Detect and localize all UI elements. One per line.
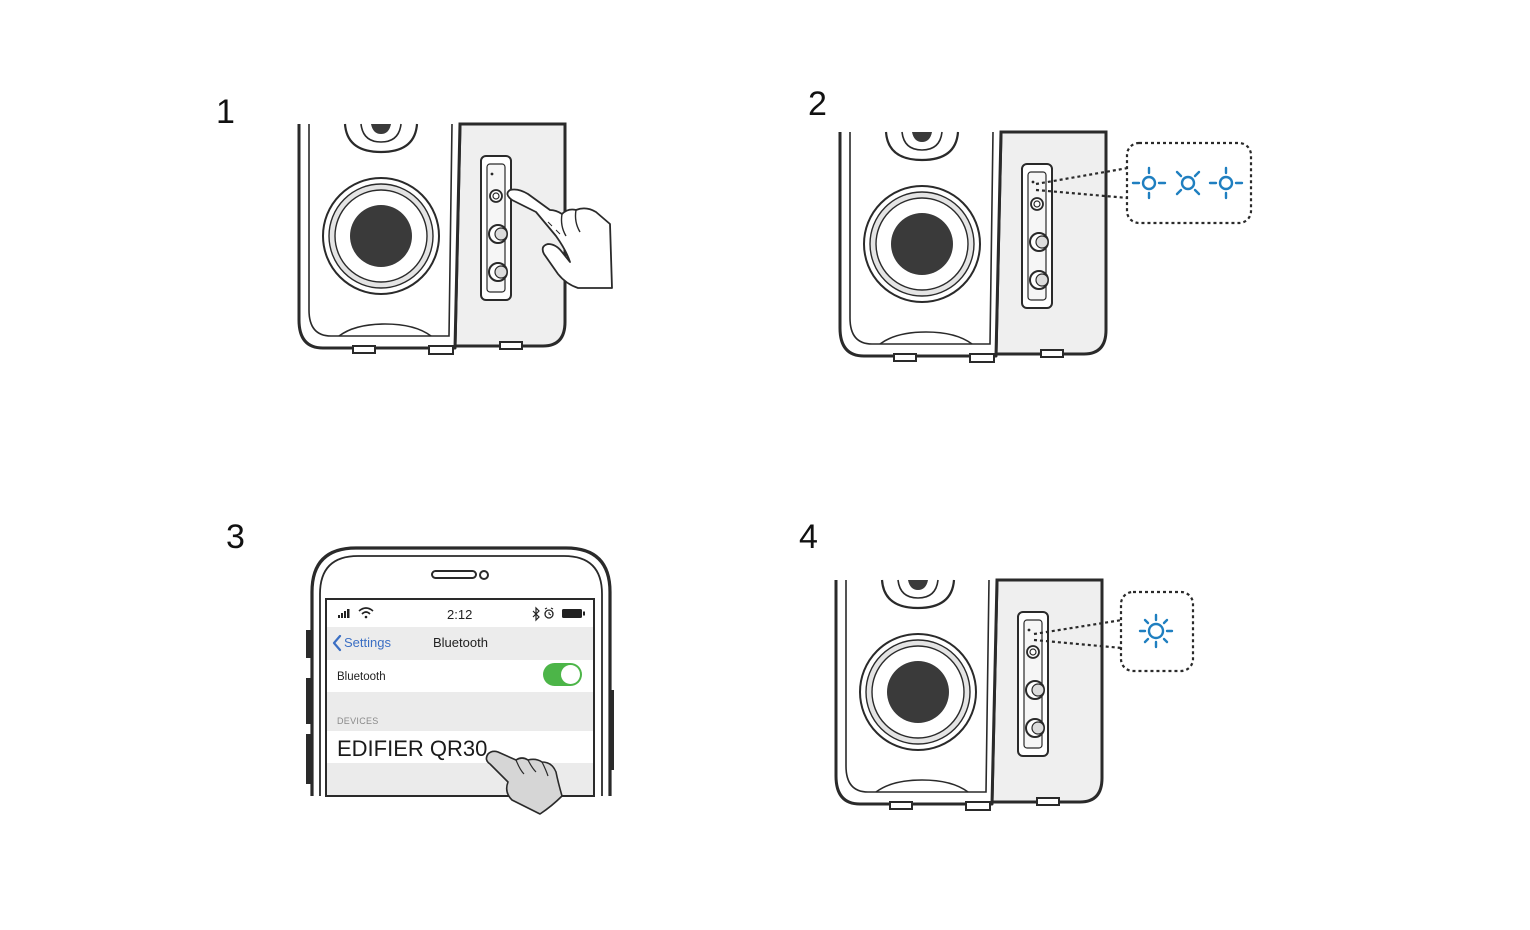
step-2: 2 <box>808 85 1253 364</box>
pressing-hand-icon <box>506 188 613 289</box>
nav-title: Bluetooth <box>433 635 488 650</box>
settings-back-button[interactable]: Settings <box>332 634 391 652</box>
speaker-illustration <box>297 122 567 356</box>
step-4: 4 <box>799 518 1195 812</box>
cellular-signal-icon <box>338 609 350 618</box>
step-1: 1 <box>216 93 613 356</box>
status-bar: 2:12 <box>338 606 585 622</box>
step-3: 3 <box>226 518 614 815</box>
phone-illustration <box>306 546 614 797</box>
nav-bar: Settings Bluetooth <box>332 634 488 652</box>
bluetooth-row-label: Bluetooth <box>337 671 386 683</box>
tapping-finger-icon <box>485 750 563 815</box>
battery-icon <box>562 609 585 618</box>
alarm-icon <box>544 607 554 619</box>
status-time: 2:12 <box>447 607 472 622</box>
step-number: 1 <box>216 93 235 131</box>
step-number: 3 <box>226 518 245 556</box>
chevron-left-icon <box>332 634 342 652</box>
bluetooth-toggle[interactable] <box>543 663 582 686</box>
led-callout <box>1033 590 1195 673</box>
step-number: 2 <box>808 85 827 123</box>
back-label: Settings <box>344 635 391 650</box>
led-callout <box>1035 141 1253 225</box>
device-name: EDIFIER QR30 <box>337 736 487 761</box>
bluetooth-icon <box>532 606 540 622</box>
wifi-icon <box>358 607 374 619</box>
step-number: 4 <box>799 518 818 556</box>
devices-section-header: DEVICES <box>337 716 379 726</box>
device-list-item[interactable]: EDIFIER QR30 <box>337 736 487 761</box>
bluetooth-setting-row: Bluetooth <box>337 663 582 686</box>
speaker-illustration <box>834 578 1104 812</box>
speaker-illustration <box>838 130 1108 364</box>
